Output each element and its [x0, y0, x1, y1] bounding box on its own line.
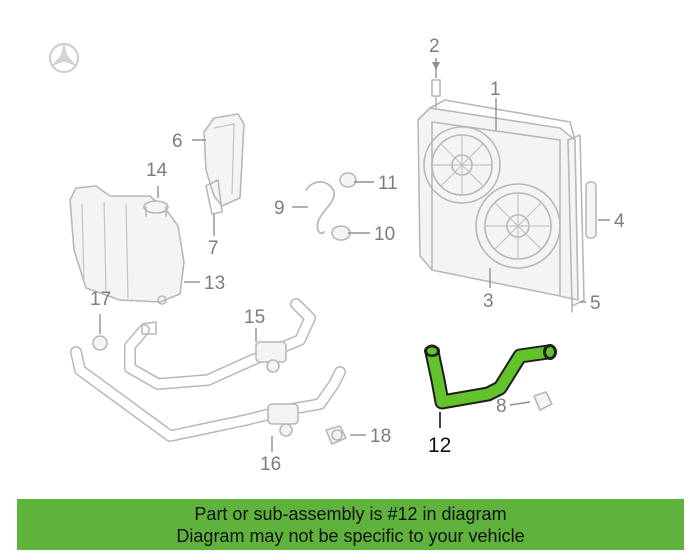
- part-info-banner: Part or sub-assembly is #12 in diagram D…: [17, 499, 684, 550]
- callout-10: 10: [374, 224, 395, 245]
- callout-12: 12: [428, 434, 451, 457]
- ghost-hoses: [70, 298, 553, 445]
- banner-line-1: Part or sub-assembly is #12 in diagram: [194, 504, 507, 524]
- callout-2: 2: [429, 36, 440, 57]
- callout-1: 1: [490, 79, 501, 100]
- shroud-bracket: [203, 113, 245, 215]
- callout-labels: 2 1 6 14 11 9 4 10 7 13 3 17 5 15 8 18 1…: [90, 36, 625, 475]
- callout-14: 14: [146, 160, 168, 181]
- callout-4: 4: [614, 211, 625, 232]
- callout-18: 18: [370, 426, 391, 447]
- callout-16: 16: [260, 454, 281, 475]
- callout-15: 15: [244, 307, 265, 328]
- callout-5: 5: [590, 293, 601, 314]
- coolant-reservoir: [69, 185, 185, 305]
- callout-17: 17: [90, 289, 111, 310]
- callout-9: 9: [274, 198, 285, 219]
- banner-line-2: Diagram may not be specific to your vehi…: [176, 526, 525, 546]
- callout-11: 11: [378, 173, 398, 194]
- callout-7: 7: [208, 238, 219, 259]
- leader-lines: [99, 58, 610, 452]
- radiator-fan-assembly: [417, 79, 597, 313]
- callout-8: 8: [496, 396, 507, 417]
- callout-13: 13: [204, 273, 225, 294]
- small-hose-and-clamps: [305, 172, 357, 241]
- exploded-parts-diagram: 2 1 6 14 11 9 4 10 7 13 3 17 5 15 8 18 1…: [48, 36, 625, 475]
- three-pointed-star-logo: [48, 42, 80, 74]
- highlighted-hose-part-12[interactable]: [424, 344, 557, 410]
- callout-3: 3: [483, 291, 494, 312]
- callout-6: 6: [172, 131, 183, 152]
